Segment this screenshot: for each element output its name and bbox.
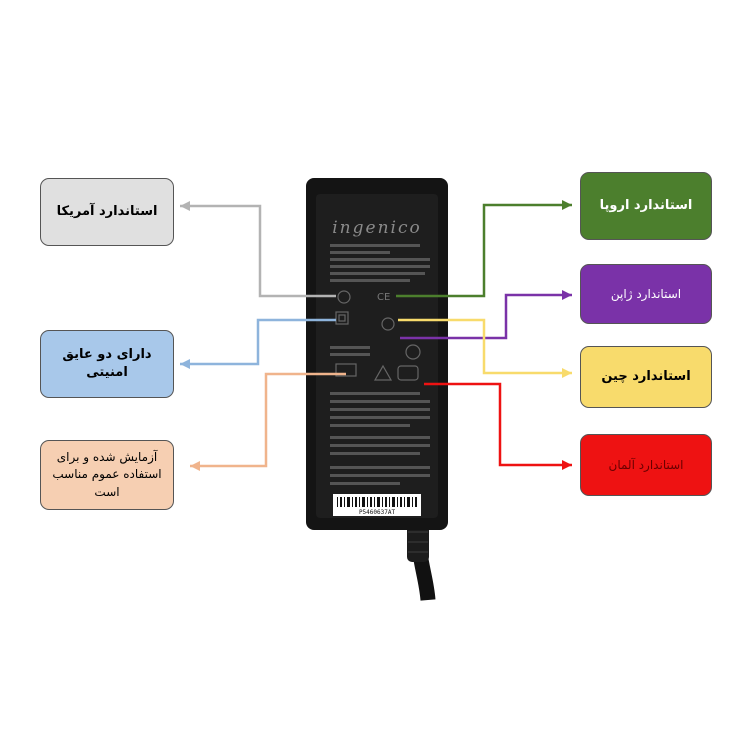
label-japan-text: استاندارد ژاپن xyxy=(610,286,682,301)
label-germany-text: استاندارد آلمان xyxy=(608,457,684,472)
ul-mark-icon xyxy=(337,290,351,304)
ccc-mark-icon xyxy=(381,317,395,331)
label-china: استاندارد چین xyxy=(580,346,712,408)
japan-connector xyxy=(400,293,572,340)
label-japan: استاندارد ژاپن xyxy=(580,264,712,324)
label-europe: استاندارد اروپا xyxy=(580,172,712,240)
label-germany: استاندارد آلمان xyxy=(580,434,712,496)
europe-connector xyxy=(396,203,572,298)
label-tested: آزمایش شده و برای استفاده عموم مناسب است xyxy=(40,440,174,510)
gs-mark-icon xyxy=(397,365,419,381)
china-connector xyxy=(398,318,572,375)
brand-logo: ingenico xyxy=(332,218,421,238)
label-usa: استاندارد آمریکا xyxy=(40,178,174,246)
ctick-mark-icon xyxy=(405,344,421,360)
serial-number: P5460637AT xyxy=(359,509,396,516)
usa-connector xyxy=(180,204,336,298)
label-double-insulation: دارای دو عایق امنیتی xyxy=(40,330,174,398)
label-usa-text: استاندارد آمریکا xyxy=(56,204,158,220)
label-double-insulation-text: دارای دو عایق امنیتی xyxy=(62,347,152,380)
ce-mark-icon: CE xyxy=(377,292,390,303)
warning-triangle-icon xyxy=(373,364,393,381)
label-china-text: استاندارد چین xyxy=(601,369,691,385)
double-insulation-connector xyxy=(180,318,336,366)
spec-text-lines xyxy=(330,244,430,485)
tested-connector xyxy=(190,372,346,468)
cert-marks xyxy=(335,290,421,381)
germany-connector xyxy=(424,382,572,467)
label-tested-text: آزمایش شده و برای استفاده عموم مناسب است xyxy=(52,449,162,499)
test-mark-icon xyxy=(335,363,357,377)
label-europe-text: استاندارد اروپا xyxy=(599,198,693,214)
double-square-icon xyxy=(335,311,349,325)
